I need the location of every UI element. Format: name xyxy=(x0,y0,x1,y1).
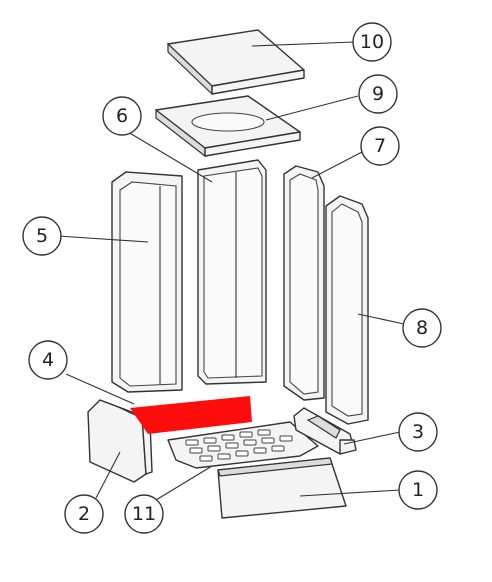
callout-4-label: 4 xyxy=(42,349,54,371)
callout-6: 6 xyxy=(102,96,142,136)
callout-2: 2 xyxy=(64,494,104,534)
leader-lines xyxy=(57,41,405,501)
callout-8-label: 8 xyxy=(416,317,428,339)
callout-11-label: 11 xyxy=(132,503,156,525)
callout-4: 4 xyxy=(28,340,68,380)
part-3-right-bracket xyxy=(293,407,357,455)
callout-9: 9 xyxy=(358,74,398,114)
callout-10-label: 10 xyxy=(360,31,384,53)
callout-3-label: 3 xyxy=(412,421,424,443)
callout-1: 1 xyxy=(398,470,438,510)
part-7-right-panel xyxy=(283,165,325,401)
callout-10: 10 xyxy=(352,22,392,62)
callout-5-label: 5 xyxy=(36,225,48,247)
callout-3: 3 xyxy=(398,412,438,452)
part-10-top-plate xyxy=(167,29,305,96)
part-6-rear-panel xyxy=(197,159,267,385)
part-1-front-lip xyxy=(217,457,347,519)
part-8-right-rear-panel xyxy=(325,195,369,425)
callout-9-label: 9 xyxy=(372,83,384,105)
callout-7: 7 xyxy=(360,126,400,166)
callout-2-label: 2 xyxy=(78,503,90,525)
part-4-highlighted-brick xyxy=(130,396,252,434)
part-11-grate xyxy=(167,421,319,469)
callout-11: 11 xyxy=(124,494,164,534)
callout-6-label: 6 xyxy=(116,105,128,127)
callout-1-label: 1 xyxy=(412,479,424,501)
callout-5: 5 xyxy=(22,216,62,256)
part-9-baffle-plate xyxy=(155,95,301,158)
callout-8: 8 xyxy=(402,308,442,348)
callout-7-label: 7 xyxy=(374,135,386,157)
part-5-left-side-panel xyxy=(111,171,183,393)
